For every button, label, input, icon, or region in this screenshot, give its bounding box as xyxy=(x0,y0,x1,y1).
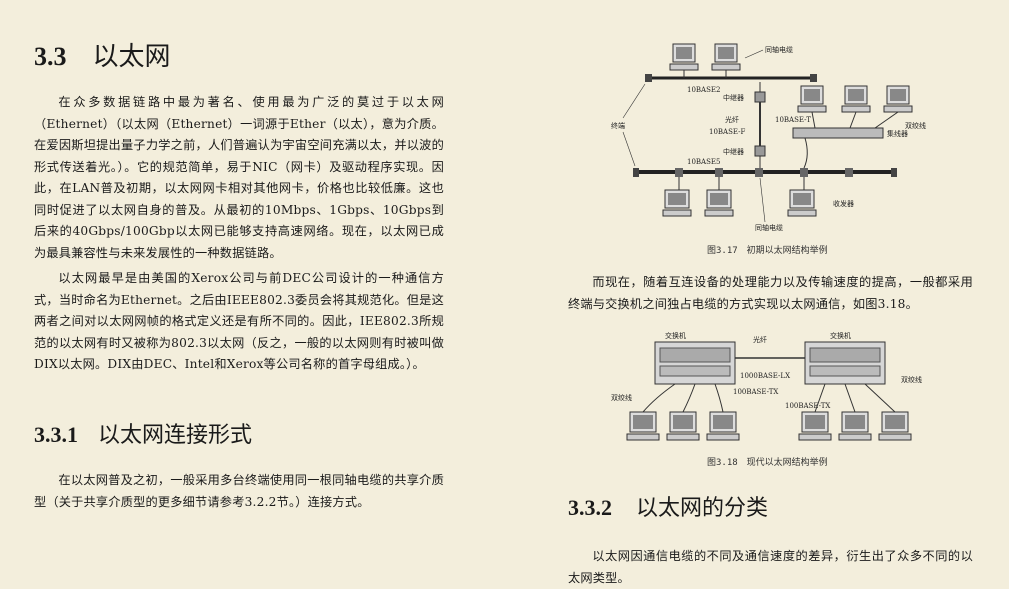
computer-icon xyxy=(662,177,692,217)
computer-icon xyxy=(797,85,827,129)
figure-3-18: 交换机 交换机 光纤 1000BASE-LX 100BASE-TX 100BAS… xyxy=(605,328,935,468)
computer-icon xyxy=(626,411,660,441)
label-repeater-top: 中继器 xyxy=(723,93,744,102)
label-1000base-lx: 1000BASE-LX xyxy=(740,372,790,380)
computer-icon xyxy=(874,85,913,129)
section-number: 3.3 xyxy=(34,42,67,71)
computer-icon xyxy=(798,411,832,441)
paragraph-ethernet-history: 以太网最早是由美国的Xerox公司与前DEC公司设计的一种通信方式，当时命名为E… xyxy=(34,271,444,371)
section-heading-3-3-1: 3.3.1 以太网连接形式 xyxy=(34,417,252,449)
label-coax-top: 同轴电缆 xyxy=(765,45,793,54)
computer-icon xyxy=(706,411,740,441)
modern-ethernet-diagram: 交换机 交换机 光纤 1000BASE-LX 100BASE-TX 100BAS… xyxy=(611,331,922,441)
section-number: 3.3.1 xyxy=(34,422,78,447)
figure-3-17-caption: 图3.17 初期以太网结构举例 xyxy=(707,246,828,256)
section-title: 以太网的分类 xyxy=(636,496,769,521)
label-100base-tx-bottom: 100BASE-TX xyxy=(785,402,830,410)
label-10base-f: 10BASE-F xyxy=(709,128,746,136)
computer-icon xyxy=(787,177,817,217)
computer-icon xyxy=(666,411,700,441)
switch-icon xyxy=(804,341,886,385)
computer-icon xyxy=(704,177,734,217)
label-repeater-bottom: 中继器 xyxy=(723,147,744,156)
paragraph-modern-ethernet: 而现在，随着互连设备的处理能力以及传输速度的提高，一般都采用终端与交换机之间独占… xyxy=(568,275,973,311)
section-heading-3-3-2: 3.3.2 以太网的分类 xyxy=(568,490,768,522)
label-switch-left: 交换机 xyxy=(665,331,686,340)
label-twisted-pair: 双绞线 xyxy=(905,121,926,130)
figure-3-17: 同轴电缆 10BASE2 中继器 光纤 10BASE-F 中继器 10BASE5… xyxy=(605,40,975,255)
paragraph-ethernet-intro: 在众多数据链路中最为著名、使用最为广泛的莫过于以太网（Ethernet）（以太网… xyxy=(34,95,444,260)
label-terminal: 终端 xyxy=(611,121,625,130)
label-switch-right: 交换机 xyxy=(830,331,851,340)
paragraph-connection-form: 在以太网普及之初，一般采用多台终端使用同一根同轴电缆的共享介质型（关于共享介质型… xyxy=(34,473,444,509)
computer-icon xyxy=(669,43,699,78)
early-ethernet-diagram: 同轴电缆 10BASE2 中继器 光纤 10BASE-F 中继器 10BASE5… xyxy=(611,43,926,232)
section-heading-3-3: 3.3 以太网 xyxy=(34,36,171,73)
switch-icon xyxy=(654,341,736,385)
computer-icon xyxy=(711,43,741,78)
computer-icon xyxy=(838,411,872,441)
figure-3-18-caption: 图3.18 现代以太网结构举例 xyxy=(707,458,828,468)
computer-icon xyxy=(841,85,871,129)
label-10base-t: 10BASE-T xyxy=(775,116,811,124)
label-fiber: 光纤 xyxy=(725,115,739,124)
paragraph-ethernet-types: 以太网因通信电缆的不同及通信速度的差异，衍生出了众多不同的以太网类型。 xyxy=(568,549,973,585)
label-twisted-left: 双绞线 xyxy=(611,393,632,402)
section-title: 以太网 xyxy=(92,42,171,72)
label-100base-tx-top: 100BASE-TX xyxy=(733,388,778,396)
section-number: 3.3.2 xyxy=(568,495,612,520)
label-twisted-right: 双绞线 xyxy=(901,375,922,384)
section-title: 以太网连接形式 xyxy=(98,423,253,448)
label-transceiver: 收发器 xyxy=(833,199,854,208)
label-hub: 集线器 xyxy=(887,129,908,138)
label-coax-bottom: 同轴电缆 xyxy=(755,223,783,232)
label-10base2: 10BASE2 xyxy=(687,86,720,94)
label-10base5: 10BASE5 xyxy=(687,158,720,166)
computer-icon xyxy=(878,411,912,441)
label-fiber-318: 光纤 xyxy=(753,335,767,344)
